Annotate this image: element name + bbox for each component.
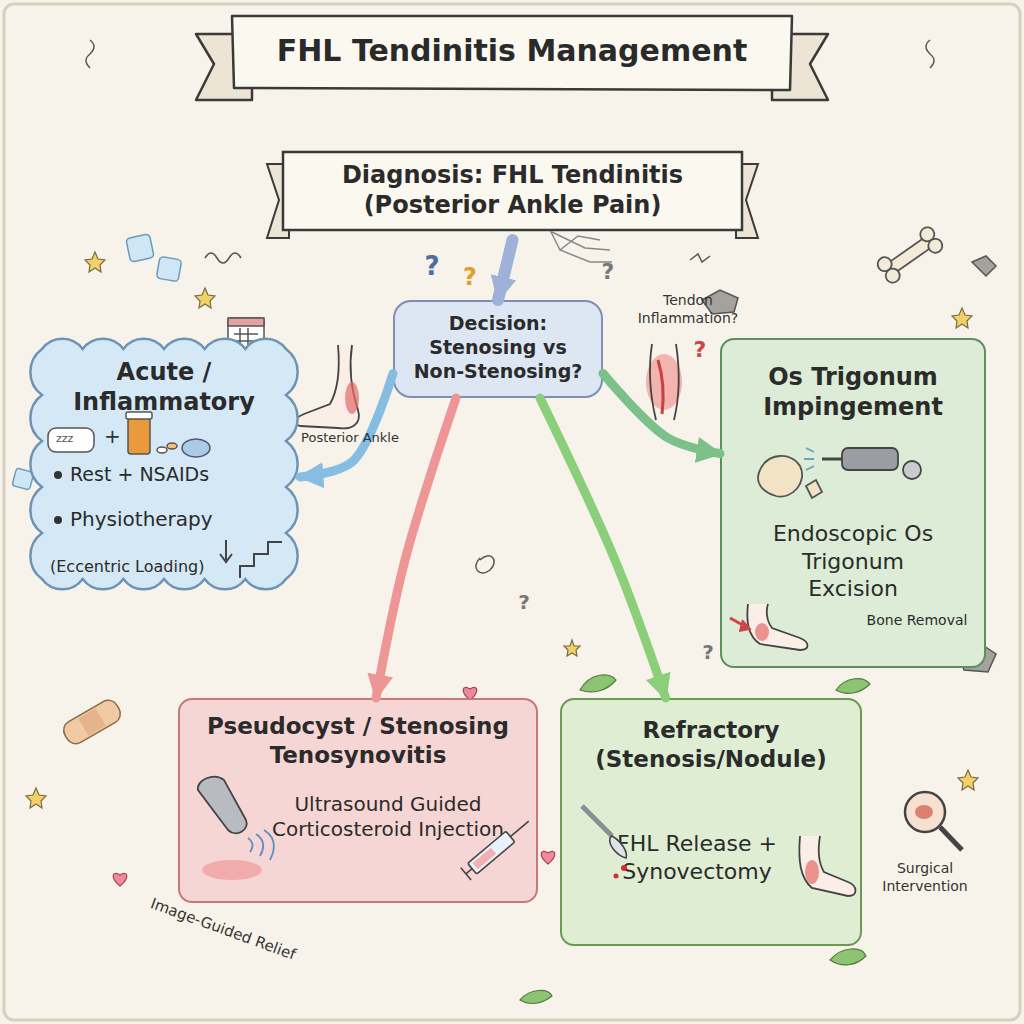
ice-cube (126, 234, 154, 262)
bone-doodle (875, 225, 945, 286)
title-ribbon (196, 16, 828, 100)
squiggle-doodle (205, 253, 241, 263)
ankle-sketch (295, 345, 359, 428)
annotation-label: Surgical Intervention (870, 860, 980, 895)
squiggle-doodle (926, 40, 934, 68)
ice-cube (156, 256, 181, 281)
leaf-doodle (580, 675, 616, 692)
stone-doodle (702, 256, 996, 672)
title-ribbon (232, 16, 792, 90)
leaf-doodle (830, 949, 866, 965)
treatment-box: Pseudocyst / Stenosing TenosynovitisUltr… (178, 698, 538, 903)
annotation-label: Posterior Ankle (300, 430, 400, 446)
band-aid (60, 697, 124, 748)
bone-doodle (875, 254, 894, 273)
question-mark: ? (458, 262, 482, 292)
node-body: (Eccentric Loading) (50, 557, 250, 577)
diagram-title: FHL Tendinitis Management (232, 32, 792, 70)
bone-doodle (926, 236, 945, 255)
ribbon-outline (283, 152, 742, 230)
annotation-label: + (104, 424, 124, 449)
flow-arrow (603, 374, 720, 454)
leaf-doodle (520, 675, 870, 1004)
foot-skeleton-sketch (552, 232, 610, 250)
tendon-sketch (650, 344, 679, 420)
node-body: Physiotherapy (70, 507, 285, 532)
star-doodle (564, 640, 580, 656)
annotation-label: Tendon Inflammation? (628, 292, 748, 327)
bone-doodle (883, 266, 902, 285)
stone-doodle (972, 256, 996, 276)
magnifier-icon (915, 805, 933, 819)
cloud-outline (30, 339, 297, 590)
node-heading: Acute / Inflammatory (48, 357, 280, 417)
squiggle-doodle (86, 40, 94, 68)
tendon-sketch (646, 344, 682, 420)
magnifier-icon (905, 792, 945, 832)
star-doodle (195, 288, 215, 308)
band-aid (78, 708, 105, 735)
magnifier-icon (940, 827, 962, 850)
leaf-doodle (520, 990, 552, 1003)
squiggle-doodle (476, 556, 494, 573)
node-heading: Os Trigonum Impingement (734, 362, 972, 422)
node-heading: Refractory (Stenosis/Nodule) (577, 716, 845, 774)
tendon-sketch (658, 360, 663, 414)
squiggle-doodle (690, 254, 710, 262)
treatment-box: Os Trigonum ImpingementEndoscopic Os Tri… (720, 338, 986, 668)
calendar-icon (228, 318, 264, 326)
bone-doodle (886, 236, 934, 275)
flow-arrow (300, 374, 393, 477)
ankle-sketch (295, 345, 359, 428)
heart-doodle (113, 873, 127, 886)
node-body: FHL Release + Synovectomy (612, 830, 782, 885)
flow-arrow (498, 240, 513, 300)
bone-doodle (875, 225, 945, 286)
question-mark: ? (512, 590, 536, 615)
node-heading: Pseudocyst / Stenosing Tenosynovitis (192, 712, 524, 770)
node-body: Ultrasound Guided Corticosteroid Injecti… (268, 792, 508, 842)
node-body: Endoscopic Os Trigonum Excision (772, 520, 934, 603)
tendon-sketch (646, 354, 682, 410)
question-mark: ? (688, 336, 712, 364)
question-mark: ? (596, 258, 620, 286)
flow-arrow (540, 398, 666, 698)
treatment-cloud: Acute / InflammatoryRest + NSAIDsPhysiot… (28, 335, 300, 593)
ankle-sketch (345, 382, 359, 414)
paper-sheet (4, 4, 1020, 1020)
title-ribbon (772, 34, 828, 100)
magnifier-icon (905, 792, 962, 850)
decision-box: Decision: Stenosing vs Non-Stenosing? (393, 300, 603, 398)
heart-doodle (541, 851, 555, 864)
node-body: Bone Removal (862, 612, 972, 630)
question-mark: ? (420, 250, 444, 283)
paper-sheet (4, 4, 1020, 1020)
node-heading: Diagnosis: FHL Tendinitis (Posterior Ank… (290, 160, 735, 220)
band-aid (60, 697, 124, 748)
node-body: Rest + NSAIDs (70, 463, 285, 487)
foot-skeleton-sketch (560, 236, 600, 250)
question-mark: ? (696, 640, 720, 665)
bone-doodle (918, 225, 937, 244)
title-ribbon (196, 34, 252, 100)
star-doodle (85, 252, 105, 272)
star-doodle (958, 770, 978, 790)
leaf-doodle (836, 679, 870, 694)
annotation-label: zzz (56, 432, 96, 446)
star-doodle (26, 788, 46, 808)
treatment-box: Refractory (Stenosis/Nodule) FHL Release … (560, 698, 862, 946)
diagnosis-banner: Diagnosis: FHL Tendinitis (Posterior Ank… (265, 148, 760, 240)
node-heading: Decision: Stenosing vs Non-Stenosing? (403, 312, 593, 383)
star-doodle (952, 308, 972, 328)
